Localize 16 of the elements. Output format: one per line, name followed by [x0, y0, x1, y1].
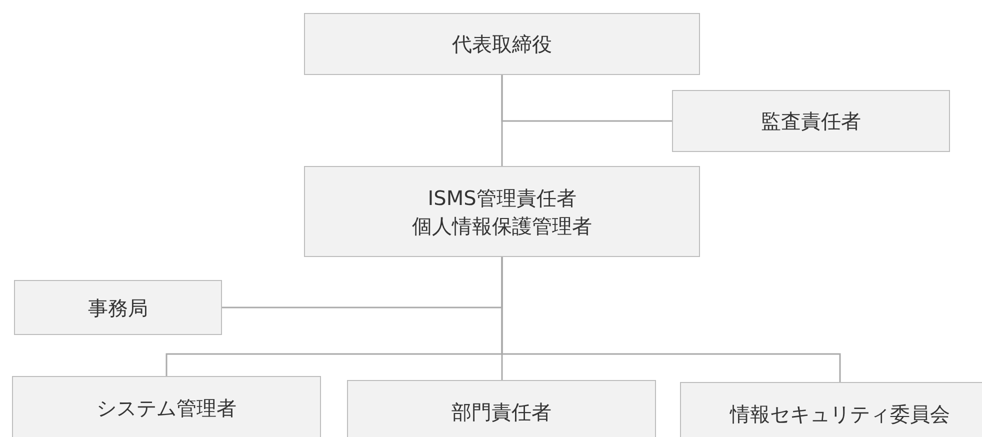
role-box	[347, 380, 656, 437]
role-title: 代表取締役	[452, 31, 552, 58]
connector-line	[501, 75, 672, 122]
role-box	[304, 13, 700, 75]
role-title: 情報セキュリティ委員会	[730, 401, 950, 428]
role-box	[304, 166, 700, 257]
connector-line	[501, 257, 841, 382]
role-title: 部門責任者	[452, 399, 552, 426]
role-title: 監査責任者	[761, 108, 861, 135]
role-title: システム管理者	[96, 395, 236, 422]
role-title: ISMS管理責任者	[428, 184, 576, 212]
role-box	[14, 280, 222, 335]
role-title: 事務局	[88, 294, 148, 322]
role-title: 個人情報保護管理者	[412, 212, 592, 240]
role-box	[672, 90, 950, 152]
role-box	[12, 376, 321, 437]
